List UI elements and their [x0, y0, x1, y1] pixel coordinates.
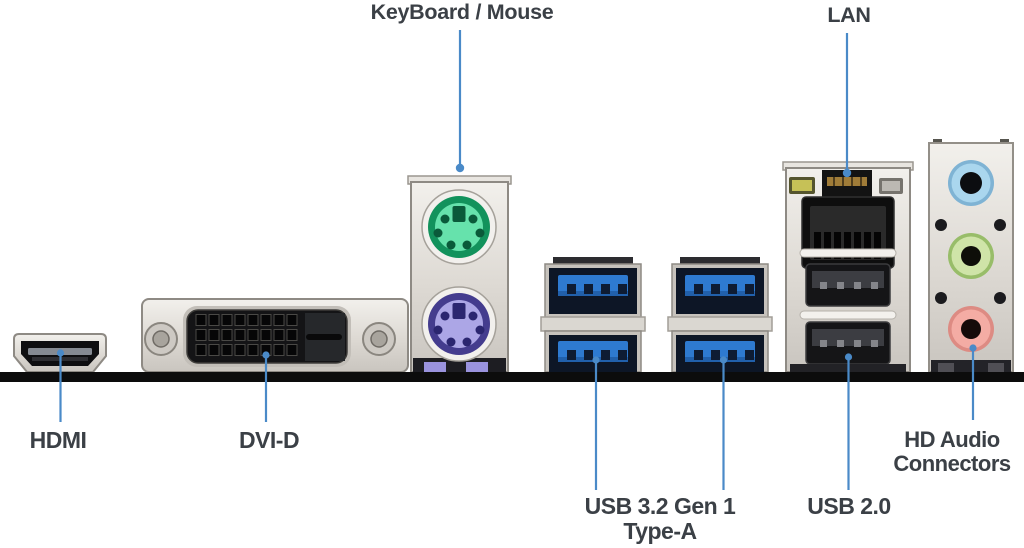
usb3-contacts	[567, 350, 627, 360]
keyboard-mouse-leader-dot	[455, 163, 465, 173]
usb3-right-leader-dot	[719, 356, 728, 364]
lan-leader-dot	[842, 168, 852, 178]
dvi-d-port	[141, 298, 409, 373]
hdmi-label: HDMI	[30, 427, 87, 453]
usb32-label-line2: Type-A	[623, 518, 696, 544]
dvi-blade-slot	[305, 313, 345, 361]
usb2-contacts	[820, 340, 878, 347]
usb2-contacts	[820, 282, 878, 289]
lan-label: LAN	[827, 3, 870, 27]
lan-usb2-block	[782, 161, 914, 373]
keyboard-mouse-label: KeyBoard / Mouse	[371, 0, 554, 24]
usb2-leader-dot	[844, 353, 853, 361]
lan-gold-contacts	[827, 177, 867, 186]
dvi-pin-grid	[195, 314, 298, 356]
ps2-keyboard-pin-holes	[433, 311, 485, 347]
hdmi-leader-dot	[56, 349, 65, 357]
usb2-tongue	[812, 271, 884, 288]
board-edge-bar	[0, 372, 1024, 382]
ps2-foot-right	[466, 362, 488, 372]
usb3-stack-right	[667, 257, 773, 373]
usb2-port-top	[805, 263, 891, 307]
ps2-mouse-pin-holes	[433, 214, 485, 250]
dvi-label: DVI-D	[239, 427, 299, 453]
hd-audio-label-line1: HD Audio	[904, 427, 999, 452]
audio-block	[928, 139, 1014, 373]
hd-audio-label-line2: Connectors	[893, 451, 1011, 476]
vent-slot	[799, 310, 897, 320]
hd-audio-leader-dot	[969, 344, 977, 352]
ps2-mouse-port	[421, 189, 497, 265]
leader-lines	[56, 30, 977, 490]
ps2-foot-left	[424, 362, 446, 372]
ps2-stack	[407, 175, 512, 373]
usb3-contacts	[567, 284, 627, 294]
usb2-label: USB 2.0	[807, 493, 890, 519]
usb32-label-line1: USB 3.2 Gen 1	[585, 493, 736, 519]
vent-slot	[799, 248, 897, 258]
usb3-stack-left	[540, 257, 646, 373]
audio-screws	[935, 219, 1006, 304]
usb3-contacts	[694, 284, 754, 294]
lan-pin-comb	[814, 232, 881, 259]
audio-jack-line-in	[948, 160, 994, 206]
usb3-divider	[540, 316, 646, 332]
labels: KeyBoard / Mouse LAN HDMI DVI-D USB 3.2 …	[30, 0, 1012, 544]
usb3-contacts	[694, 350, 754, 360]
usb2-tongue	[812, 329, 884, 346]
dvi-leader-dot	[262, 351, 270, 359]
usb3-left-leader-dot	[592, 356, 600, 364]
ps2-keyboard-port	[421, 286, 497, 362]
audio-jack-line-out	[948, 233, 994, 279]
usb3-divider	[667, 316, 773, 332]
audio-jack-mic	[948, 306, 994, 352]
